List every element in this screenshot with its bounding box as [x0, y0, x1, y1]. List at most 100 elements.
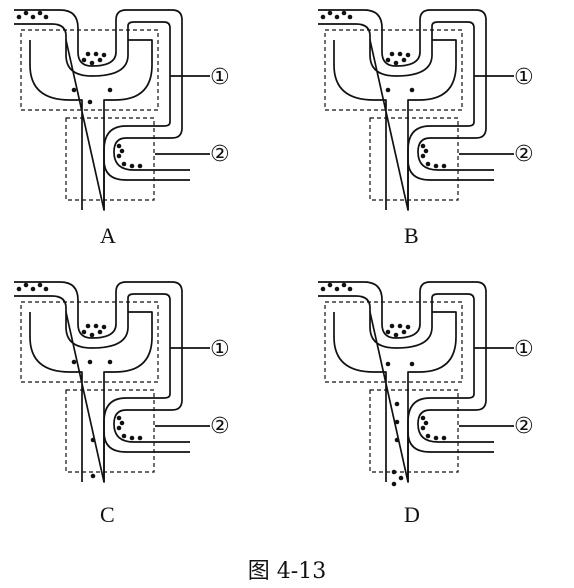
panel-label-c: C	[100, 502, 115, 527]
input-vesicle-dot	[37, 282, 43, 288]
panel-a: ① ② A	[0, 0, 287, 270]
hook-neuron-outer	[407, 125, 431, 210]
neuron-body-dot	[107, 87, 113, 93]
inner-synapse-cup	[77, 312, 117, 339]
upper-vesicle-dot	[389, 51, 395, 57]
inner-loop-fiber	[430, 293, 475, 399]
input-vesicle-dot	[43, 14, 49, 20]
axon-conduct-dot	[394, 419, 400, 425]
hook-vesicle-dot	[423, 148, 429, 154]
hook-vesicle-dot	[420, 143, 426, 149]
upper-vesicle-dot	[393, 332, 399, 338]
marker-1-label: ①	[514, 337, 534, 362]
neuron-body-dot	[385, 361, 391, 367]
inner-loop-fiber	[126, 21, 171, 127]
axon-conduct-dot	[394, 437, 400, 443]
outer-loop-fiber	[419, 9, 487, 139]
upper-vesicle-dot	[81, 57, 87, 63]
upper-vesicle-dot	[101, 52, 107, 58]
u-shaped-neuron	[29, 39, 153, 211]
input-vesicle-dot	[37, 10, 43, 16]
axon-conduct-dot	[90, 473, 96, 479]
input-axon-turn	[363, 281, 383, 312]
outer-loop-fiber	[115, 281, 183, 411]
panel-label-a: A	[100, 223, 116, 248]
axon-conduct-dot	[90, 437, 96, 443]
upper-vesicle-dot	[89, 60, 95, 66]
input-vesicle-dot	[327, 10, 333, 16]
upper-vesicle-dot	[401, 57, 407, 63]
panel-d: ① ② D	[304, 272, 574, 542]
inner-synapse-cup	[381, 40, 421, 67]
upper-vesicle-dot	[397, 51, 403, 57]
hook-neuron-outer	[103, 397, 127, 482]
lower-dashed-box	[65, 389, 155, 473]
upper-vesicle-dot	[405, 324, 411, 330]
u-shaped-neuron	[333, 311, 457, 483]
inner-synapse-cup	[77, 40, 117, 67]
panel-b: ① ② B	[304, 0, 574, 270]
marker-1-label: ①	[210, 65, 230, 90]
hook-vesicle-dot	[129, 435, 135, 441]
lower-dashed-box	[65, 117, 155, 201]
input-axon-bottom	[318, 23, 371, 40]
neuron-body-dot	[409, 361, 415, 367]
upper-vesicle-dot	[397, 323, 403, 329]
hook-vesicle-dot	[116, 425, 122, 431]
panel-label-b: B	[404, 223, 419, 248]
neuron-body-dot	[385, 87, 391, 93]
hook-vesicle-dot	[121, 161, 127, 167]
upper-vesicle-dot	[385, 57, 391, 63]
hook-neuron-curve	[103, 159, 127, 181]
hook-neuron-inner	[113, 137, 190, 181]
input-axon-bottom	[14, 23, 67, 40]
input-vesicle-dot	[341, 10, 347, 16]
upper-vesicle-dot	[401, 329, 407, 335]
upper-dashed-box	[20, 29, 159, 111]
upper-vesicle-dot	[101, 324, 107, 330]
upper-vesicle-dot	[93, 51, 99, 57]
hook-neuron-inner	[417, 409, 494, 453]
hook-vesicle-dot	[116, 153, 122, 159]
input-vesicle-dot	[347, 286, 353, 292]
hook-vesicle-dot	[441, 435, 447, 441]
hook-vesicle-dot	[420, 425, 426, 431]
hook-vesicle-dot	[425, 433, 431, 439]
hook-vesicle-dot	[119, 148, 125, 154]
upper-vesicle-dot	[405, 52, 411, 58]
hook-vesicle-dot	[441, 163, 447, 169]
hook-neuron-curve	[103, 431, 127, 453]
synapse-diagram-a	[14, 9, 210, 211]
inner-loop-fiber	[126, 293, 171, 399]
input-vesicle-dot	[334, 286, 340, 292]
hook-neuron-curve	[407, 159, 431, 181]
input-axon-turn	[363, 9, 383, 40]
hook-vesicle-dot	[119, 420, 125, 426]
upper-dashed-box	[324, 29, 463, 111]
hook-neuron-curve	[407, 431, 431, 453]
upper-vesicle-dot	[97, 329, 103, 335]
neuron-body-dot	[107, 359, 113, 365]
marker-1-label: ①	[514, 65, 534, 90]
input-vesicle-dot	[30, 286, 36, 292]
upper-vesicle-dot	[97, 57, 103, 63]
input-vesicle-dot	[43, 286, 49, 292]
synapse-diagram-b	[318, 9, 514, 211]
upper-vesicle-dot	[89, 332, 95, 338]
hook-vesicle-dot	[121, 433, 127, 439]
outer-loop-fiber	[115, 9, 183, 139]
hook-neuron-outer	[407, 397, 431, 482]
hook-vesicle-dot	[129, 163, 135, 169]
input-vesicle-dot	[327, 282, 333, 288]
input-vesicle-dot	[16, 14, 22, 20]
input-vesicle-dot	[334, 14, 340, 20]
hook-vesicle-dot	[116, 415, 122, 421]
inner-synapse-cup	[381, 312, 421, 339]
axon-conduct-dot	[391, 469, 397, 475]
neuron-body-dot	[87, 99, 93, 105]
neuron-body-dot	[87, 359, 93, 365]
panel-c: ① ② C	[0, 272, 287, 542]
hook-vesicle-dot	[423, 420, 429, 426]
upper-vesicle-dot	[93, 323, 99, 329]
input-vesicle-dot	[23, 282, 29, 288]
